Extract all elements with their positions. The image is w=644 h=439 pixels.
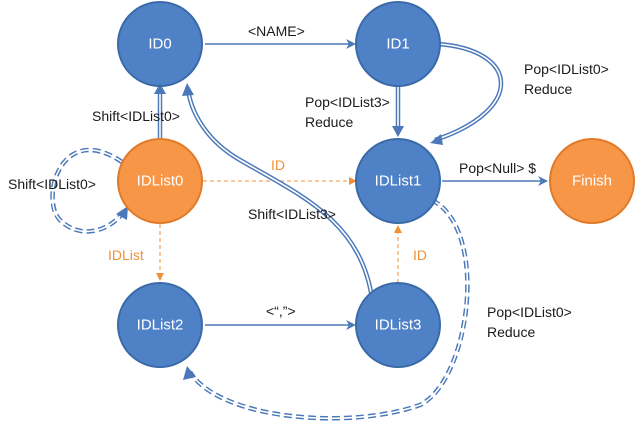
node-idlist2: IDList2 (117, 282, 203, 368)
node-idlist3-label: IDList3 (375, 317, 422, 334)
node-idlist0: IDList0 (117, 138, 203, 224)
edge-idlist3-to-id0 (182, 83, 375, 299)
edge-id1-to-idlist1-curved (430, 41, 504, 145)
label-shift-idlist0-top: Shift<IDList0> (92, 108, 180, 124)
node-idlist0-label: IDList0 (137, 173, 184, 190)
node-idlist2-label: IDList2 (137, 317, 184, 334)
node-idlist3: IDList3 (355, 282, 441, 368)
label-id1-pop-idlist0-line2: Reduce (524, 81, 572, 97)
node-id1-label: ID1 (386, 36, 409, 53)
edge-idlist0-to-id0 (154, 83, 166, 138)
label-idlist0-to-idlist2: IDList (108, 247, 144, 263)
label-idlist1-pop-idlist0-line1: Pop<IDList0> (487, 304, 572, 320)
label-idlist2-to-idlist3: <“,”> (266, 303, 296, 319)
label-id0-to-id1: <NAME> (248, 23, 305, 39)
label-idlist3-to-idlist1: ID (413, 247, 427, 263)
edge-idlist1-to-idlist2 (183, 198, 470, 421)
node-idlist1-label: IDList1 (375, 173, 422, 190)
label-idlist1-to-finish: Pop<Null> $ (459, 160, 536, 176)
label-idlist0-to-idlist1: ID (271, 157, 285, 173)
node-finish: Finish (549, 138, 635, 224)
label-id1-pop-idlist3-line1: Pop<IDList3> (305, 94, 390, 110)
edge-id1-to-idlist1 (392, 86, 404, 137)
label-id1-pop-idlist3-line2: Reduce (305, 114, 353, 130)
label-idlist1-pop-idlist0-line2: Reduce (487, 324, 535, 340)
node-id1: ID1 (355, 1, 441, 87)
label-shift-idlist0-left: Shift<IDList0> (8, 176, 96, 192)
label-shift-idlist3: Shift<IDList3> (248, 206, 336, 222)
edge-idlist0-self-loop (50, 147, 128, 234)
node-id0-label: ID0 (148, 36, 171, 53)
label-id1-pop-idlist0-line1: Pop<IDList0> (524, 61, 609, 77)
node-id0: ID0 (117, 1, 203, 87)
node-finish-label: Finish (572, 173, 612, 190)
node-idlist1: IDList1 (355, 138, 441, 224)
